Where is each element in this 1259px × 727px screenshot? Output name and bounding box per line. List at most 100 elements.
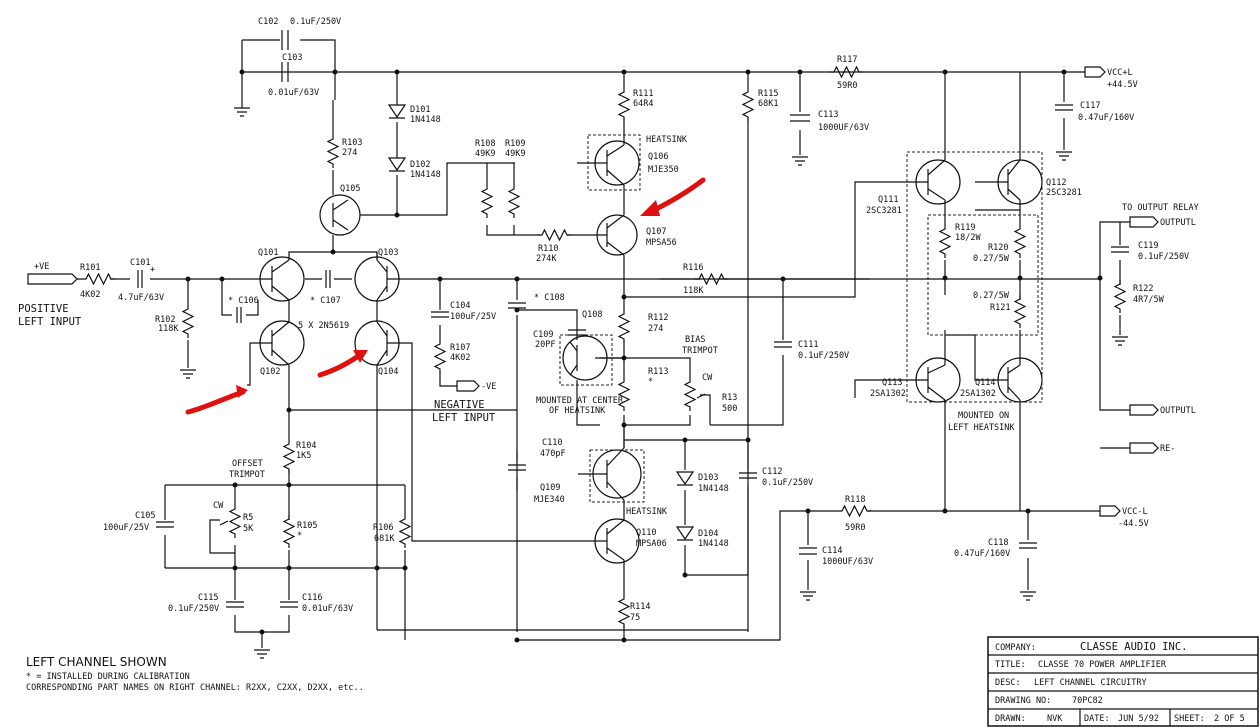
label-q107: Q107 bbox=[646, 227, 666, 237]
label-vcc-negative: VCC-L bbox=[1122, 507, 1148, 517]
label-c115-value: 0.1uF/250V bbox=[168, 604, 219, 614]
label-neg-input-caption-1: NEGATIVE bbox=[434, 399, 485, 411]
label-q107-value: MPSA56 bbox=[646, 238, 677, 248]
label-r104: R104 bbox=[296, 441, 316, 451]
transistor-q109 bbox=[592, 447, 642, 501]
label-vcc-positive: VCC+L bbox=[1107, 68, 1133, 78]
label-q102: Q102 bbox=[260, 367, 280, 377]
label-c119-value: 0.1uF/250V bbox=[1138, 252, 1189, 262]
label-bias-2: TRIMPOT bbox=[682, 346, 718, 356]
label-d101-value: 1N4148 bbox=[410, 115, 441, 125]
label-q109-value: MJE340 bbox=[534, 495, 565, 505]
label-r119-value: 18/2W bbox=[955, 233, 981, 243]
label-c103-value: 0.01uF/63V bbox=[268, 88, 319, 98]
label-r108-value: 49K9 bbox=[475, 149, 495, 159]
label-c103: C103 bbox=[282, 53, 302, 63]
label-offset-2: TRIMPOT bbox=[229, 470, 265, 480]
label-c116: C116 bbox=[302, 593, 322, 603]
label-cw-bias: CW bbox=[702, 373, 713, 383]
label-five-x-2n5619: 5 X 2N5619 bbox=[298, 321, 349, 331]
tb-drawing-no: 70PC82 bbox=[1072, 696, 1103, 706]
label-pos-input-caption-1: POSITIVE bbox=[18, 303, 69, 315]
tb-company: CLASSE AUDIO INC. bbox=[1080, 641, 1187, 653]
label-cw-offset: CW bbox=[213, 501, 224, 511]
c101-plus-sign: + bbox=[150, 265, 155, 275]
label-q109: Q109 bbox=[540, 483, 560, 493]
tb-desc: LEFT CHANNEL CIRCUITRY bbox=[1034, 678, 1147, 688]
label-to-output-relay: TO OUTPUT RELAY bbox=[1122, 203, 1199, 213]
tb-drawn: NVK bbox=[1047, 714, 1063, 724]
label-r117-value: 59R0 bbox=[837, 81, 857, 91]
tb-company-label: COMPANY: bbox=[995, 643, 1036, 653]
label-r122-value: 4R7/5W bbox=[1133, 295, 1165, 305]
label-c117: C117 bbox=[1080, 101, 1100, 111]
label-vcc-negative-value: -44.5V bbox=[1118, 519, 1149, 529]
red-annotation-arrows bbox=[185, 177, 706, 415]
component-symbols bbox=[27, 30, 1159, 659]
notes-block: LEFT CHANNEL SHOWN * = INSTALLED DURING … bbox=[26, 655, 364, 693]
label-r13: R13 bbox=[722, 393, 737, 403]
label-c101: C101 bbox=[130, 258, 150, 268]
tb-drawing-no-label: DRAWING NO: bbox=[995, 696, 1051, 706]
label-mounted-left-1: MOUNTED ON bbox=[958, 411, 1009, 421]
transistor-q112 bbox=[997, 159, 1043, 205]
label-outputl-bottom: OUTPUTL bbox=[1160, 406, 1196, 416]
label-r105-star: * bbox=[297, 531, 302, 541]
label-r116-value: 118K bbox=[683, 286, 704, 296]
label-q114-value: 2SA1302 bbox=[960, 389, 996, 399]
label-r116: R116 bbox=[683, 263, 703, 273]
tb-date: JUN 5/92 bbox=[1118, 714, 1159, 724]
label-r103-value: 274 bbox=[342, 148, 357, 158]
label-r106: R106 bbox=[373, 523, 393, 533]
label-c106: * C106 bbox=[228, 296, 259, 306]
label-c118: C118 bbox=[988, 538, 1008, 548]
label-r110-value: 274K bbox=[536, 254, 557, 264]
label-d101: D101 bbox=[410, 105, 430, 115]
label-r118-value: 59R0 bbox=[845, 523, 865, 533]
label-r107-value: 4K02 bbox=[450, 353, 470, 363]
label-c112-value: 0.1uF/250V bbox=[762, 478, 813, 488]
label-c110-value: 470pF bbox=[540, 449, 566, 459]
label-c104: C104 bbox=[450, 301, 470, 311]
transistor-q108 bbox=[562, 335, 608, 381]
label-q106: Q106 bbox=[648, 152, 668, 162]
label-r112-value: 274 bbox=[648, 324, 663, 334]
label-r105: R105 bbox=[297, 521, 317, 531]
notes-line-1: * = INSTALLED DURING CALIBRATION bbox=[26, 672, 190, 682]
label-c113-value: 1000UF/63V bbox=[818, 123, 869, 133]
label-q112: Q112 bbox=[1046, 178, 1066, 188]
label-c114: C114 bbox=[822, 546, 842, 556]
label-q113: Q113 bbox=[882, 378, 902, 388]
label-r114-value: 75 bbox=[630, 613, 640, 623]
label-r110: R110 bbox=[538, 244, 558, 254]
label-r109: R109 bbox=[505, 139, 525, 149]
label-q110: Q110 bbox=[636, 528, 656, 538]
tb-date-label: DATE: bbox=[1084, 714, 1110, 724]
label-r5: R5 bbox=[243, 513, 253, 523]
label-r5-value: 5K bbox=[243, 524, 254, 534]
label-r101: R101 bbox=[80, 263, 100, 273]
notes-heading: LEFT CHANNEL SHOWN bbox=[26, 655, 167, 669]
label-q108: Q108 bbox=[582, 310, 602, 320]
label-c113: C113 bbox=[818, 110, 838, 120]
label-vcc-positive-value: +44.5V bbox=[1107, 80, 1138, 90]
label-r122: R122 bbox=[1133, 284, 1153, 294]
label-r102: R102 bbox=[155, 315, 175, 325]
label-r113: R113 bbox=[648, 367, 668, 377]
label-q112-value: 2SC3281 bbox=[1046, 188, 1082, 198]
label-r115-value: 68K1 bbox=[758, 99, 778, 109]
label-r113-star: * bbox=[648, 377, 653, 387]
label-r13-value: 500 bbox=[722, 404, 737, 414]
label-c110: C110 bbox=[542, 438, 562, 448]
label-c109-value: 20PF bbox=[535, 340, 555, 350]
label-r121-value: 0.27/5W bbox=[973, 291, 1010, 301]
junction-dots bbox=[185, 69, 1103, 643]
label-c102-value: 0.1uF/250V bbox=[290, 17, 341, 27]
label-r109-value: 49K9 bbox=[505, 149, 525, 159]
tb-title-label: TITLE: bbox=[995, 660, 1026, 670]
wiring bbox=[77, 39, 1130, 648]
label-c115: C115 bbox=[198, 593, 218, 603]
transistor-q106 bbox=[594, 140, 640, 186]
